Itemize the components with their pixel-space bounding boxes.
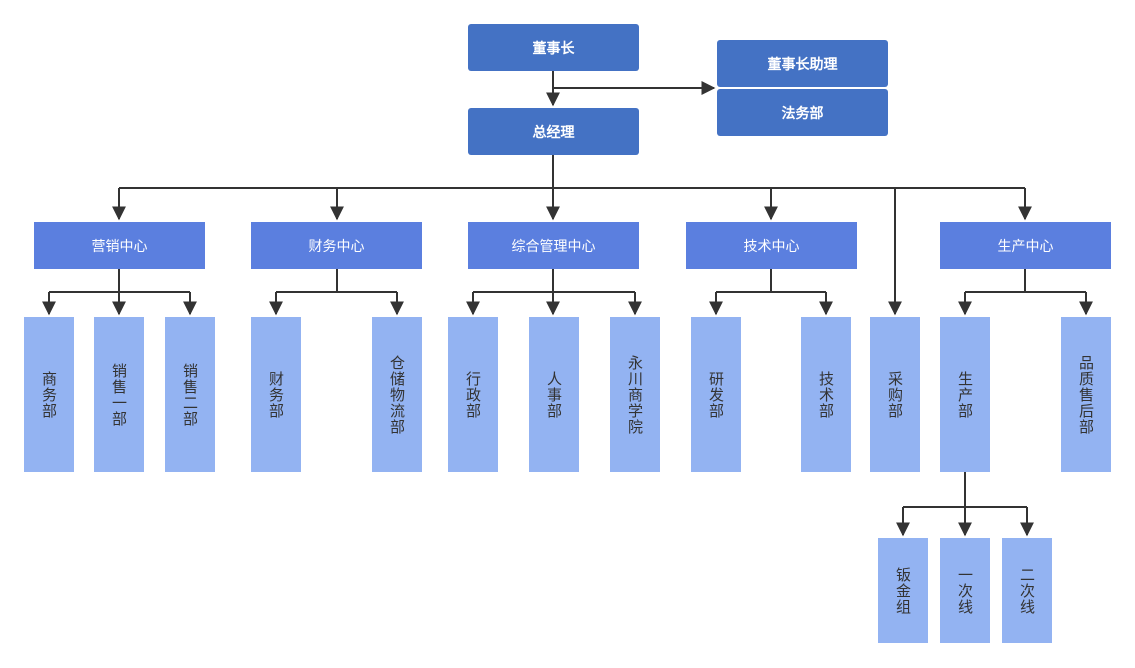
node-production-center: 生产中心	[940, 222, 1111, 269]
node-sheetmetal-group: 钣金组	[878, 538, 928, 643]
node-warehouse-logistics-dept: 仓储物流部	[372, 317, 422, 472]
node-admin-center: 综合管理中心	[468, 222, 639, 269]
node-technical-dept: 技术部	[801, 317, 851, 472]
node-primary-line: 一次线	[940, 538, 990, 643]
node-production-dept: 生产部	[940, 317, 990, 472]
node-purchasing-dept: 采购部	[870, 317, 920, 472]
node-tech-center: 技术中心	[686, 222, 857, 269]
node-rnd-dept: 研发部	[691, 317, 741, 472]
node-sales-dept-1: 销售一部	[94, 317, 144, 472]
node-business-dept: 商务部	[24, 317, 74, 472]
node-quality-aftersales-dept: 品质售后部	[1061, 317, 1111, 472]
node-sales-dept-2: 销售二部	[165, 317, 215, 472]
node-marketing-center: 营销中心	[34, 222, 205, 269]
node-chairman-assistant: 董事长助理	[717, 40, 888, 87]
node-finance-center: 财务中心	[251, 222, 422, 269]
node-chairman: 董事长	[468, 24, 639, 71]
node-finance-dept: 财务部	[251, 317, 301, 472]
node-hr-dept: 人事部	[529, 317, 579, 472]
node-legal-dept: 法务部	[717, 89, 888, 136]
node-general-manager: 总经理	[468, 108, 639, 155]
node-secondary-line: 二次线	[1002, 538, 1052, 643]
node-business-academy: 永川商学院	[610, 317, 660, 472]
node-administration-dept: 行政部	[448, 317, 498, 472]
